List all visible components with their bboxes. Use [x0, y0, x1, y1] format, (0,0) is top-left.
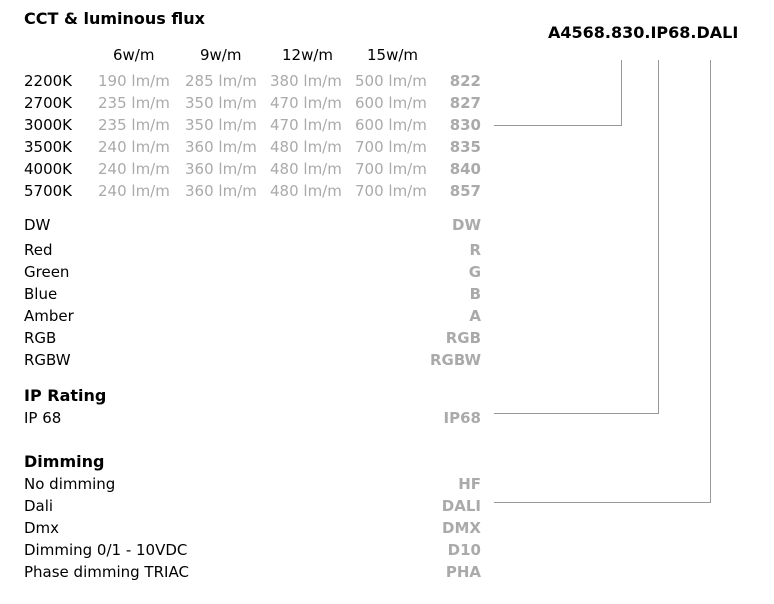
section-title-ip: IP Rating	[24, 386, 107, 405]
dimming-code: DALI	[441, 497, 481, 515]
flux-value: 360 lm/m	[185, 160, 257, 178]
ip-code: IP68	[443, 409, 481, 427]
connector-line-cct	[621, 60, 622, 126]
flux-value: 480 lm/m	[270, 182, 342, 200]
flux-value: 285 lm/m	[185, 72, 257, 90]
cct-code: 857	[449, 182, 481, 200]
column-header: 6w/m	[113, 46, 155, 64]
color-label: Green	[24, 263, 70, 281]
dimming-label: Phase dimming TRIAC	[24, 563, 189, 581]
flux-value: 350 lm/m	[185, 94, 257, 112]
connector-line-ip	[658, 60, 659, 414]
color-code: G	[468, 263, 481, 281]
flux-value: 350 lm/m	[185, 116, 257, 134]
flux-value: 600 lm/m	[355, 116, 427, 134]
flux-value: 480 lm/m	[270, 138, 342, 156]
flux-value: 240 lm/m	[98, 138, 170, 156]
dimming-label: Dali	[24, 497, 54, 515]
cct-code: 827	[449, 94, 481, 112]
dimming-code: DMX	[442, 519, 481, 537]
cct-code: 822	[449, 72, 481, 90]
flux-value: 360 lm/m	[185, 182, 257, 200]
flux-value: 235 lm/m	[98, 116, 170, 134]
color-label: Red	[24, 241, 53, 259]
color-code: RGB	[445, 329, 481, 347]
cct-label: 5700K	[24, 182, 73, 200]
dimming-code: HF	[458, 475, 481, 493]
section-title-cct: CCT & luminous flux	[24, 9, 205, 28]
color-code: RGBW	[429, 351, 481, 369]
cct-label: 3000K	[24, 116, 73, 134]
cct-label: 2200K	[24, 72, 73, 90]
flux-value: 600 lm/m	[355, 94, 427, 112]
flux-value: 700 lm/m	[355, 160, 427, 178]
color-label: RGB	[24, 329, 57, 347]
color-code: R	[469, 241, 481, 259]
flux-value: 470 lm/m	[270, 94, 342, 112]
flux-value: 240 lm/m	[98, 160, 170, 178]
color-code: A	[469, 307, 481, 325]
flux-value: 380 lm/m	[270, 72, 342, 90]
flux-value: 700 lm/m	[355, 182, 427, 200]
flux-value: 190 lm/m	[98, 72, 170, 90]
flux-value: 700 lm/m	[355, 138, 427, 156]
cct-label: 4000K	[24, 160, 73, 178]
color-label: Amber	[24, 307, 74, 325]
color-label: Blue	[24, 285, 58, 303]
dimming-label: Dimming 0/1 - 10VDC	[24, 541, 188, 559]
flux-value: 500 lm/m	[355, 72, 427, 90]
dimming-code: D10	[447, 541, 481, 559]
flux-value: 235 lm/m	[98, 94, 170, 112]
dimming-label: Dmx	[24, 519, 60, 537]
section-title-dimming: Dimming	[24, 452, 105, 471]
cct-code: 835	[449, 138, 481, 156]
color-code: DW	[452, 216, 481, 234]
column-header: 9w/m	[200, 46, 242, 64]
flux-value: 360 lm/m	[185, 138, 257, 156]
color-label: DW	[24, 216, 51, 234]
connector-line-cct	[494, 125, 622, 126]
product-code: A4568.830.IP68.DALI	[548, 23, 739, 42]
color-label: RGBW	[24, 351, 71, 369]
cct-code: 830	[449, 116, 481, 134]
flux-value: 480 lm/m	[270, 160, 342, 178]
cct-label: 3500K	[24, 138, 73, 156]
ip-label: IP 68	[24, 409, 62, 427]
dimming-code: PHA	[445, 563, 481, 581]
color-code: B	[469, 285, 481, 303]
column-header: 15w/m	[367, 46, 419, 64]
connector-line-dimming	[494, 502, 711, 503]
flux-value: 470 lm/m	[270, 116, 342, 134]
dimming-label: No dimming	[24, 475, 116, 493]
connector-line-dimming	[710, 60, 711, 503]
cct-code: 840	[449, 160, 481, 178]
connector-line-ip	[494, 413, 659, 414]
column-header: 12w/m	[282, 46, 334, 64]
flux-value: 240 lm/m	[98, 182, 170, 200]
cct-label: 2700K	[24, 94, 73, 112]
